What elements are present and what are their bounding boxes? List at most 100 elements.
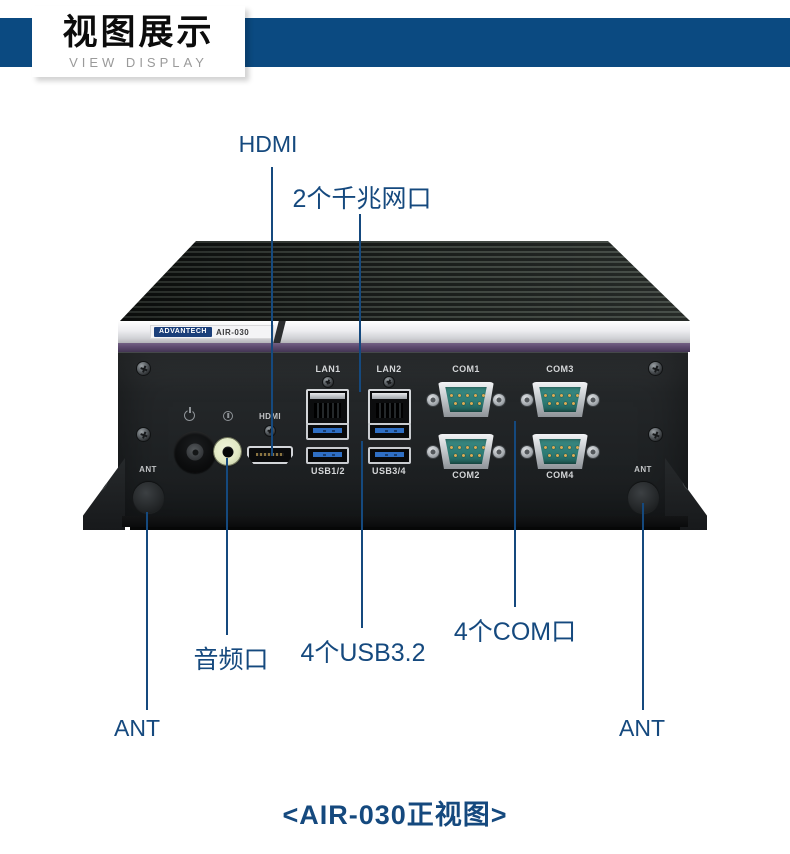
- db9-pin: [482, 394, 485, 397]
- hdmi-port: [247, 446, 293, 464]
- purple-accent-stripe: [118, 343, 690, 352]
- db9-pin: [462, 402, 465, 405]
- db9-pin: [482, 446, 485, 449]
- model-text: AIR-030: [215, 327, 250, 337]
- com1-label: COM1: [452, 364, 480, 374]
- callout-label-audio: 音频口: [193, 646, 269, 674]
- page-title: 视图展示: [62, 13, 215, 52]
- callout-label-ant-left: ANT: [114, 715, 160, 741]
- com2-label: COM2: [452, 470, 480, 480]
- db9-nut: [493, 445, 505, 458]
- mounting-hole: [90, 477, 109, 495]
- front-panel: HDMI LAN1 LAN2 USB1/2 USB3/4 COM1 COM3: [118, 352, 688, 516]
- db9-pin: [544, 446, 547, 449]
- db9-pin: [556, 454, 559, 457]
- chassis-top-band: ADVANTECH AIR-030: [118, 321, 690, 343]
- callout-line-hdmi: [271, 167, 273, 456]
- db9-pin: [576, 394, 579, 397]
- power-button-cap: [186, 443, 204, 461]
- com4-label: COM4: [546, 470, 574, 480]
- com1-port: [427, 382, 505, 417]
- db9-pin: [564, 402, 567, 405]
- screw: [265, 426, 275, 436]
- screw: [384, 377, 394, 387]
- com2-port: [427, 434, 505, 469]
- lan2-label: LAN2: [376, 364, 402, 374]
- callout-label-hdmi: HDMI: [238, 131, 298, 157]
- db9-face: [539, 439, 581, 464]
- ant-right-label: ANT: [634, 465, 652, 474]
- usb-port-1: [306, 423, 349, 440]
- db9-pin: [552, 446, 555, 449]
- usb-tongue: [313, 452, 342, 457]
- db9-pin: [466, 394, 469, 397]
- db9-pin: [478, 454, 481, 457]
- db9-pin: [474, 446, 477, 449]
- power-icon: [184, 410, 195, 421]
- callout-label-usb: 4个USB3.2: [300, 639, 426, 667]
- db9-nut: [521, 393, 533, 406]
- db9-pin: [458, 394, 461, 397]
- antenna-cover-left: [133, 482, 164, 513]
- db9-nut: [587, 393, 599, 406]
- db9-nut: [427, 393, 439, 406]
- lan1-port: [306, 389, 349, 425]
- db9-pin: [470, 402, 473, 405]
- com3-port: [521, 382, 599, 417]
- lan1-label: LAN1: [315, 364, 341, 374]
- screw: [323, 377, 333, 387]
- db9-pin: [548, 454, 551, 457]
- usb-tongue: [375, 452, 404, 457]
- callout-line-audio: [226, 458, 228, 635]
- usb-tongue: [375, 428, 404, 433]
- db9-pin: [548, 402, 551, 405]
- db9-pin: [450, 394, 453, 397]
- db9-pin: [544, 394, 547, 397]
- db9-pin: [568, 446, 571, 449]
- db9-pin: [458, 446, 461, 449]
- db9-pin: [560, 446, 563, 449]
- db9-pin: [466, 446, 469, 449]
- db9-face: [445, 439, 487, 464]
- advantech-logo: ADVANTECH: [154, 327, 212, 337]
- callout-line-ant-right: [642, 503, 644, 710]
- ant-left-label: ANT: [139, 465, 157, 474]
- callout-line-usb: [361, 441, 363, 628]
- com3-label: COM3: [546, 364, 574, 374]
- callout-label-com: 4个COM口: [453, 618, 577, 646]
- hdmi-port-label: HDMI: [258, 412, 282, 421]
- db9-pin: [462, 454, 465, 457]
- screw: [649, 428, 662, 441]
- usb-tongue: [313, 428, 342, 433]
- callout-line-lan: [359, 214, 361, 392]
- db9-face: [539, 387, 581, 412]
- lan2-port: [368, 389, 411, 425]
- screw: [137, 362, 150, 375]
- title-box: 视图展示 VIEW DISPLAY: [32, 6, 245, 77]
- callout-label-lan: 2个千兆网口: [292, 185, 432, 213]
- db9-pin: [564, 454, 567, 457]
- db9-pin: [572, 402, 575, 405]
- db9-pin: [560, 394, 563, 397]
- power-button: [174, 431, 216, 473]
- db9-nut: [521, 445, 533, 458]
- db9-nut: [587, 445, 599, 458]
- screw: [137, 428, 150, 441]
- mounting-bracket-left: [83, 458, 125, 530]
- callout-line-ant-left: [146, 512, 148, 710]
- db9-pin: [576, 446, 579, 449]
- chassis-notch: [273, 321, 286, 343]
- db9-nut: [427, 445, 439, 458]
- com4-port: [521, 434, 599, 469]
- brand-sticker: ADVANTECH AIR-030: [150, 325, 274, 339]
- db9-pin: [568, 394, 571, 397]
- db9-pin: [572, 454, 575, 457]
- usb-port-4: [368, 447, 411, 464]
- db9-pin: [552, 394, 555, 397]
- db9-pin: [454, 402, 457, 405]
- db9-pin: [478, 402, 481, 405]
- usb-port-3: [368, 423, 411, 440]
- usb-port-2: [306, 447, 349, 464]
